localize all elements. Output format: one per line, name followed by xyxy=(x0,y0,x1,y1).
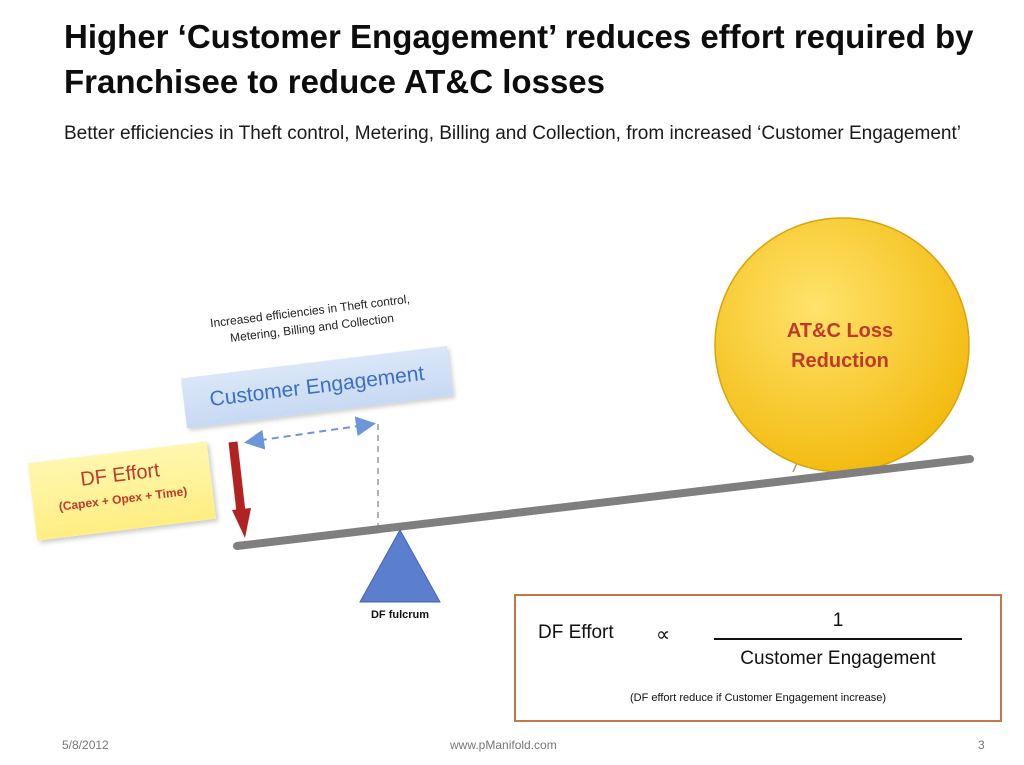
fraction-bar xyxy=(714,638,962,640)
lever-distance-arrow xyxy=(244,416,376,450)
formula-denominator: Customer Engagement xyxy=(740,648,936,669)
footer-page-number: 3 xyxy=(978,738,985,752)
formula-numerator: 1 xyxy=(832,610,844,631)
footer-site: www.pManifold.com xyxy=(450,738,557,752)
effort-arrow-shaft xyxy=(228,441,246,513)
effort-arrow-head xyxy=(232,508,251,538)
footer-date: 5/8/2012 xyxy=(62,738,109,752)
fulcrum-triangle xyxy=(359,528,441,603)
seesaw-beam xyxy=(233,455,974,550)
slide-title: Higher ‘Customer Engagement’ reduces eff… xyxy=(64,18,974,100)
slide-subtitle: Better efficiencies in Theft control, Me… xyxy=(64,123,961,144)
fulcrum-label: DF fulcrum xyxy=(370,609,430,621)
formula-lhs: DF Effort xyxy=(538,622,614,643)
formula-box: DF Effort ∝ 1 Customer Engagement (DF ef… xyxy=(514,594,1002,722)
proportional-symbol: ∝ xyxy=(656,624,671,646)
circle-contact-mark xyxy=(792,462,798,473)
formula-note: (DF effort reduce if Customer Engagement… xyxy=(630,692,886,704)
loss-reduction-label: AT&C Loss Reduction xyxy=(786,320,894,372)
